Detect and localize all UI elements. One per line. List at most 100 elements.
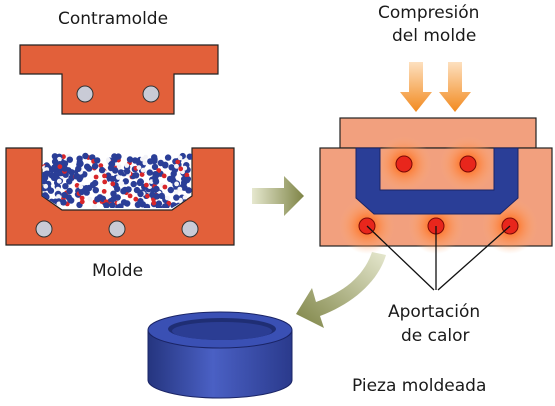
charge-granule: [139, 201, 146, 208]
charge-granule: [98, 166, 106, 174]
charge-granule: [174, 181, 180, 187]
charge-granule: [143, 154, 149, 160]
charge-granule: [74, 183, 80, 188]
charge-granule: [133, 196, 139, 202]
charge-granule: [68, 197, 75, 204]
charge-granule: [75, 165, 82, 172]
charge-granule: [152, 177, 159, 184]
charge-granule: [139, 172, 145, 178]
mold-pin: [108, 220, 126, 238]
charge-granule: [43, 183, 49, 189]
charge-granule: [68, 169, 75, 176]
charge-granule: [130, 180, 137, 188]
charge-granule: [125, 186, 132, 193]
charge-granule: [98, 163, 104, 169]
compression-label-line1: Compresión: [378, 3, 479, 23]
heat-label-line2: de calor: [401, 326, 470, 346]
charge-granule: [182, 195, 188, 200]
molding-charge: [42, 152, 192, 208]
charge-granule: [140, 167, 146, 173]
charge-granule: [105, 157, 111, 163]
charge-granule: [144, 182, 149, 188]
charge-granule: [177, 186, 183, 192]
heater-pin: [395, 155, 413, 173]
charge-granule: [146, 169, 153, 176]
mold-pin: [181, 220, 199, 238]
charge-granule: [119, 181, 125, 186]
charge-granule: [84, 163, 91, 170]
charge-granule: [116, 164, 122, 169]
charge-granule: [109, 175, 116, 183]
charge-granule: [153, 185, 160, 193]
heat-leader-lines: [366, 225, 511, 291]
charge-granule: [156, 168, 162, 173]
charge-granule: [153, 193, 161, 200]
charge-granule: [151, 200, 157, 206]
charge-granule: [120, 199, 128, 206]
charge-granule: [57, 156, 62, 162]
charge-granule: [123, 168, 131, 175]
charge-granule: [103, 202, 110, 208]
charge-granule: [183, 157, 189, 163]
charge-granule: [50, 174, 58, 181]
heater-pin: [459, 155, 477, 173]
charge-granule: [132, 172, 140, 179]
charge-granule: [158, 192, 165, 200]
charge-granule: [127, 193, 133, 199]
charge-granule: [162, 184, 168, 190]
charge-granule: [157, 159, 164, 167]
charge-granule: [43, 170, 51, 177]
charge-granule: [61, 165, 69, 172]
charge-granule: [51, 164, 58, 171]
molded-part: [147, 311, 293, 399]
counter-mold-label: Contramolde: [58, 9, 168, 29]
charge-granule: [56, 194, 61, 199]
charge-granule: [167, 186, 174, 194]
charge-granule: [66, 156, 74, 163]
charge-granule: [114, 185, 121, 193]
charge-granule: [177, 155, 183, 161]
charge-granule: [108, 160, 116, 168]
molded-part-section: [355, 147, 519, 215]
charge-granule: [110, 195, 118, 202]
counter-mold-pin: [142, 85, 160, 103]
charge-granule: [165, 195, 170, 201]
charge-granule: [101, 189, 107, 194]
heated-mold-assembly: [319, 117, 553, 254]
charge-granule: [91, 179, 99, 187]
charge-granule: [178, 197, 183, 203]
counter-mold: [19, 44, 219, 115]
charge-granule: [120, 188, 127, 195]
charge-granule: [78, 188, 85, 196]
charge-granule: [173, 189, 179, 195]
heated-counter-mold: [339, 117, 537, 149]
charge-granule: [60, 199, 67, 206]
process-arrow-right: [252, 176, 304, 216]
charge-granule: [109, 202, 116, 208]
charge-granule: [136, 165, 142, 171]
charge-granule: [184, 172, 190, 178]
charge-granule: [102, 173, 107, 179]
charge-granule: [175, 159, 181, 165]
mold-pin: [35, 220, 53, 238]
counter-mold-pin: [76, 85, 94, 103]
charge-granule: [56, 178, 62, 184]
charge-granule: [168, 164, 175, 171]
charge-granule: [137, 178, 144, 186]
charge-granule: [111, 153, 118, 160]
molded-part-label: Pieza moldeada: [352, 376, 486, 396]
charge-granule: [169, 175, 176, 182]
charge-granule: [126, 156, 134, 163]
heat-label-line1: Aportación: [388, 302, 480, 322]
charge-granule: [57, 164, 63, 170]
charge-granule: [186, 153, 192, 160]
charge-granule: [142, 160, 148, 166]
charge-granule: [79, 199, 85, 205]
compression-arrow-icon: [439, 62, 471, 112]
charge-granule: [161, 173, 167, 179]
compression-label-line2: del molde: [392, 26, 476, 46]
charge-granule: [56, 201, 62, 207]
charge-granule: [137, 190, 144, 198]
charge-granule: [83, 185, 90, 192]
